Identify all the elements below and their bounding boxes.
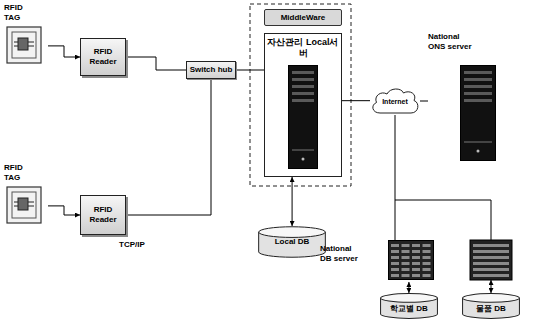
connector — [408, 282, 409, 293]
protocol-label: TCP/IP — [118, 240, 146, 249]
server-tower-icon — [460, 65, 496, 161]
network-wire — [395, 200, 491, 240]
database-cylinder: Local DB — [258, 226, 326, 258]
node-text: RFID TAG — [4, 163, 34, 182]
node-text: Local DB — [275, 237, 310, 247]
server-tower-icon — [288, 65, 318, 169]
server-icon — [388, 240, 434, 280]
database-cylinder: 학교별 DB — [380, 293, 438, 319]
server-icon — [470, 240, 512, 280]
tag-node: RFID TAG — [4, 163, 48, 229]
node-text: RFID TAG — [4, 3, 34, 22]
connector — [48, 46, 80, 57]
ons-server: National ONS server — [428, 32, 502, 174]
connector — [126, 57, 186, 70]
node-text: 자산관리 Local서버 — [267, 37, 339, 59]
reader-box: RFID Reader — [80, 195, 126, 235]
connector — [342, 100, 370, 101]
node-text: RFID Reader — [82, 205, 124, 224]
connector — [420, 101, 428, 102]
node-text: Internet — [382, 98, 408, 106]
node-text: RFID Reader — [82, 47, 124, 66]
db-link-arrow — [491, 280, 492, 293]
reader-box: RFID Reader — [80, 38, 126, 76]
internet-cloud: Internet — [370, 87, 420, 115]
tag-icon — [6, 26, 42, 64]
connector — [48, 206, 80, 215]
connector — [236, 70, 264, 71]
connector — [292, 177, 293, 226]
node-text: 물품 DB — [476, 304, 506, 314]
node-text: Switch hub — [190, 65, 233, 75]
hub-box: Switch hub — [186, 61, 236, 79]
node-text: National DB server — [320, 244, 358, 263]
database-cylinder: 물품 DB — [462, 293, 520, 319]
connector — [395, 115, 396, 240]
middleware-box: MiddleWare — [264, 9, 342, 26]
node-text: MiddleWare — [281, 13, 326, 23]
connector — [126, 79, 211, 215]
server-box: 자산관리 Local서버 — [264, 33, 342, 177]
middleware-group-outline — [250, 4, 351, 186]
node-text: 학교별 DB — [390, 304, 428, 314]
db-server: National DB server — [320, 240, 434, 282]
node-text: National ONS server — [428, 32, 478, 51]
tag-icon — [6, 186, 42, 224]
tag-node: RFID TAG — [4, 3, 48, 69]
